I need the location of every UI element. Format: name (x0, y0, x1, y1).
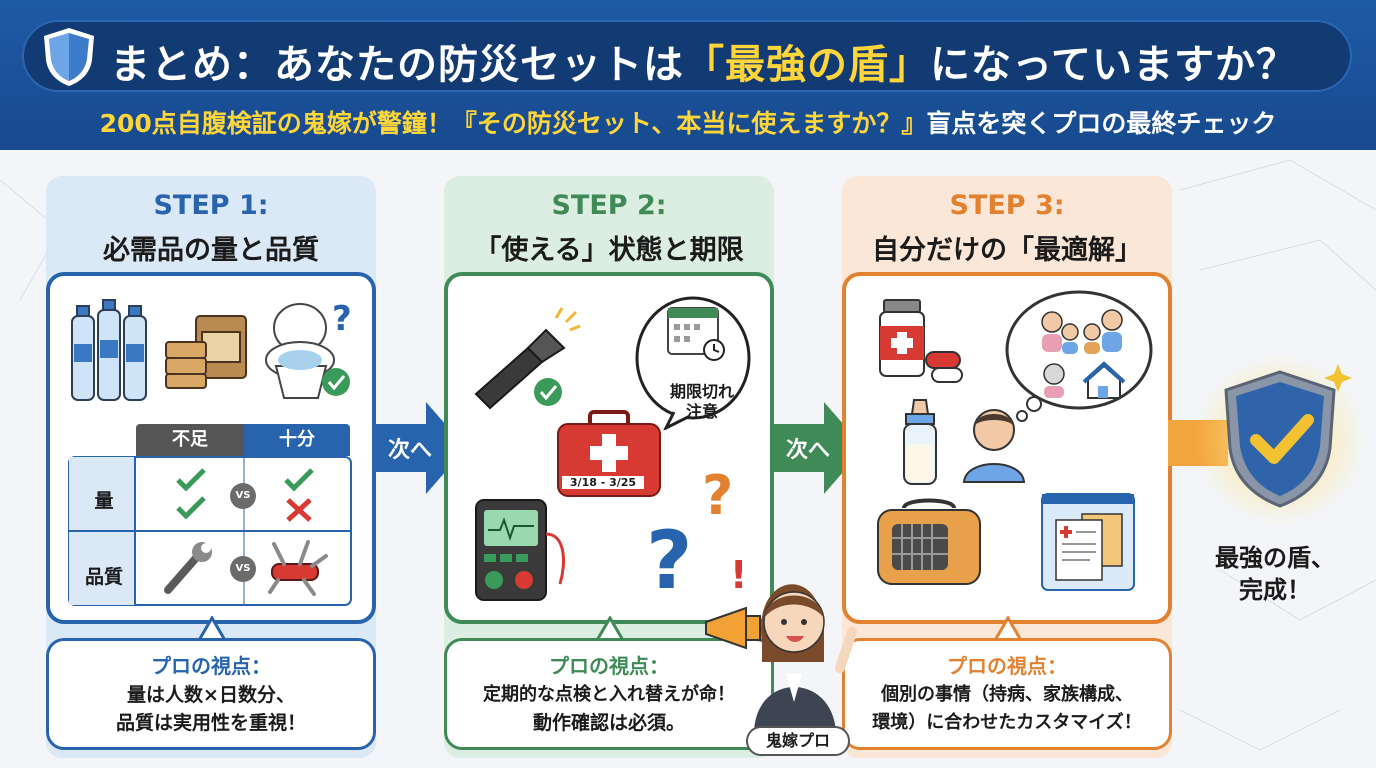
table-row-label-quantity: 量 (94, 490, 114, 512)
check-cross-icon (284, 468, 314, 522)
next-arrow-1-label: 次へ (387, 438, 432, 463)
pet-carrier-icon (877, 498, 981, 585)
step1-pro-bubble (46, 638, 376, 750)
step1-bubble-head: プロの視点： (151, 654, 271, 678)
food-packs-icon (165, 315, 247, 389)
step3-pro-bubble (842, 638, 1172, 750)
person-icon (962, 409, 1026, 483)
family-icon (1005, 290, 1153, 422)
svg-text:?: ? (646, 514, 692, 592)
next-arrow-2 (772, 402, 864, 494)
table-row-label-quality: 品質 (84, 566, 123, 588)
calendar-icon (635, 296, 751, 430)
step1-title: 必需品の量と品質 (103, 235, 319, 266)
next-arrow-1 (374, 402, 466, 494)
vs-badge-quality: VS (230, 556, 256, 582)
title-suffix: になっていますか？ (930, 42, 1297, 88)
subtitle-part-b: 鬼嫁 (301, 109, 352, 138)
step3-title: 自分だけの「最適解」 (872, 235, 1142, 266)
wrench-icon (164, 542, 212, 594)
vs-badge-quantity: VS (230, 483, 256, 509)
step2-label: STEP 2: (551, 190, 667, 221)
step2-title: 「使える」状態と期限 (474, 235, 744, 266)
first-aid-date-label: 3/18 - 3/25 (562, 476, 644, 489)
table-header-sufficient: 十分 (244, 424, 350, 456)
final-text-line-1: 最強の盾、 (1215, 544, 1335, 572)
subtitle: 200点自腹検証の鬼嫁が警鐘！『その防災セット、本当に使えますか？』盲点を突くプ… (0, 104, 1376, 138)
question-marks-icon: ? ? (646, 464, 733, 592)
toilet-icon: ? (265, 299, 352, 399)
step2-bubble-head: プロの視点： (549, 654, 669, 678)
final-text-line-2: 完成！ (1239, 576, 1311, 604)
step3-label: STEP 3: (949, 190, 1065, 221)
calendar-label-line-1: 期限切れ (669, 382, 734, 401)
title-pill (22, 20, 1352, 92)
water-bottles-icon (71, 299, 147, 401)
battery-tester-icon (475, 499, 565, 601)
step2-bubble-line-2: 動作確認は必須。 (532, 712, 685, 734)
step2-bubble-line-1: 定期的な点検と入れ替えが命！ (483, 684, 735, 705)
subtitle-part-e: 盲点を突くプロの最終チェック (926, 109, 1277, 138)
baby-bottle-icon (903, 399, 937, 485)
documents-icon (1041, 493, 1135, 591)
calendar-label-line-2: 注意 (685, 402, 718, 421)
page-title: まとめ：あなたの防災セットは「最強の盾」になっていますか？ (110, 32, 1340, 88)
multitool-icon (268, 540, 328, 596)
subtitle-part-c: が警鐘！ (351, 109, 452, 138)
step3-bubble-line-1: 個別の事情（持病、家族構成、 (881, 684, 1133, 705)
subtitle-part-d: 『その防災セット、本当に使えますか？』 (451, 109, 927, 138)
step3-bubble-head: プロの視点： (947, 654, 1067, 678)
step3-bubble-line-2: 環境）に合わせたカスタマイズ！ (872, 712, 1142, 733)
medicine-icon (879, 299, 963, 383)
svg-text:?: ? (332, 299, 352, 339)
shield-icon (44, 28, 94, 86)
step1-bubble-line-2: 品質は実用性を重視！ (115, 712, 306, 734)
shield-check-icon (1168, 354, 1366, 526)
subtitle-part-a: 200点自腹検証の (99, 109, 302, 138)
character-illustration: ! (705, 553, 857, 732)
step2-pro-bubble (444, 638, 774, 750)
step1-label: STEP 1: (153, 190, 269, 221)
title-prefix: まとめ：あなたの防災セットは (110, 42, 684, 88)
character-tag: 鬼嫁プロ (746, 726, 850, 756)
step1-bubble-line-1: 量は人数×日数分、 (127, 684, 295, 706)
next-arrow-2-label: 次へ (785, 438, 830, 463)
table-header-insufficient: 不足 (136, 424, 244, 456)
svg-text:!: ! (730, 553, 747, 597)
flashlight-icon (474, 307, 581, 410)
title-accent: 「最強の盾」 (684, 42, 930, 88)
check-icon (176, 468, 206, 520)
svg-text:?: ? (702, 464, 733, 527)
